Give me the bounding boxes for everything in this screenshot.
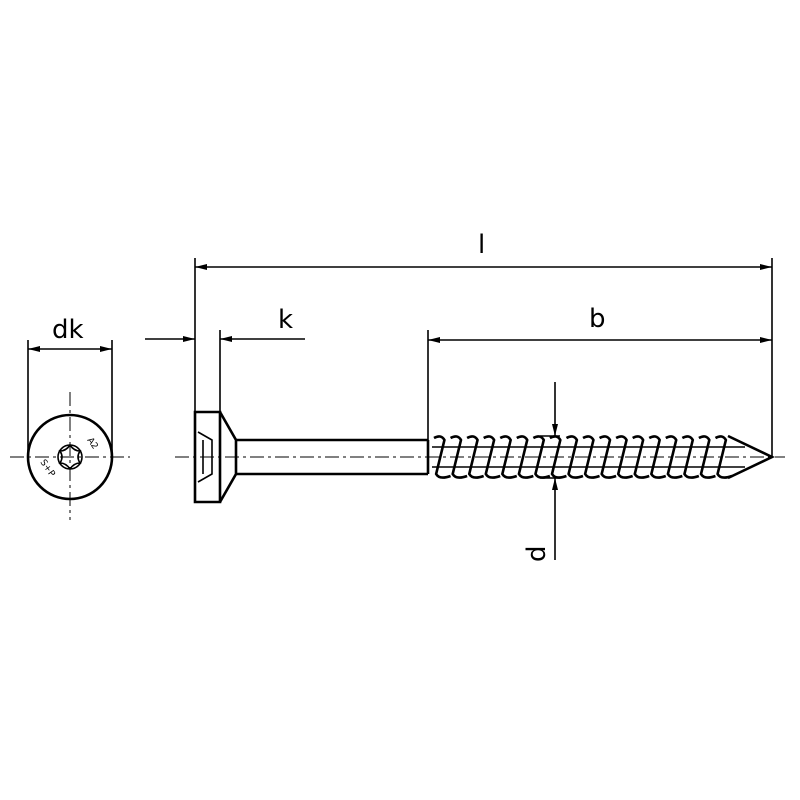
head-end-view: A2 S+P [10,392,130,520]
dimension-k: k [145,305,305,412]
label-dk: dk [52,315,84,345]
head-marking-brand: S+P [38,458,57,480]
thread-turn [582,435,600,479]
label-l: l [478,230,485,260]
thread-turn [483,435,501,479]
thread-turn [714,435,733,479]
thread-turn [565,435,584,479]
dimension-d: d [522,382,560,562]
thread-turn [449,435,468,479]
thread-turn [615,435,634,479]
thread-turn [433,435,451,479]
thread-turn [499,435,518,479]
screw-side-view [175,410,785,504]
dimension-l: l [194,230,773,457]
label-d: d [522,545,552,562]
dimension-dk: dk [27,315,113,455]
head-marking-material: A2 [85,436,100,451]
thread-turn [632,435,650,479]
thread-turn [466,435,485,479]
thread-turn [598,435,617,479]
thread-turn [516,435,534,479]
thread-section [433,435,733,479]
dimension-b: b [427,304,772,440]
thread-turn [665,435,683,479]
thread-turn [698,435,716,479]
thread-turn [681,435,700,479]
label-k: k [278,305,293,335]
label-b: b [589,304,606,334]
thread-turn [648,435,667,479]
